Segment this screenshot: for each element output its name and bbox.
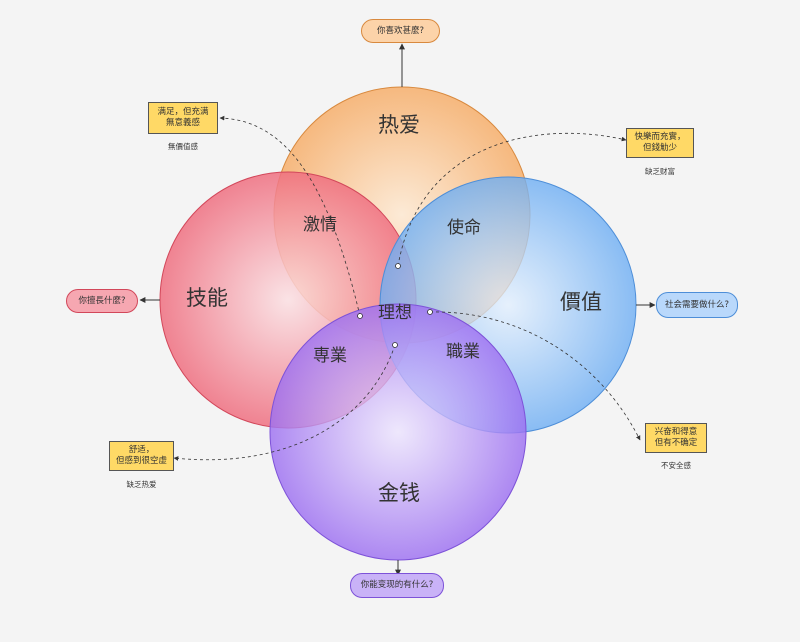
- note-top-left-caption: 無價值感: [168, 142, 198, 151]
- note-top-right: 快樂而充實， 但錢觔少: [626, 128, 694, 158]
- skill-question-pill: 你擅長什麼?: [66, 289, 138, 313]
- note-connector-top-right: [397, 132, 627, 267]
- money-question-pill: 你能变现的有什么?: [350, 573, 444, 598]
- skill-label: 技能: [186, 286, 228, 310]
- mission-label: 使命: [447, 217, 481, 238]
- value-label: 價值: [560, 290, 602, 314]
- note-bottom-right-caption: 不安全感: [661, 461, 691, 470]
- connector-dot: [427, 309, 433, 315]
- money-label: 金钱: [378, 481, 420, 505]
- note-top-right-caption: 缺乏财富: [645, 167, 675, 176]
- note-bottom-right: 兴奋和得意 但有不确定: [645, 423, 707, 453]
- note-connector-top-left: [219, 115, 361, 317]
- note-bottom-left: 舒适， 但感到很空虚: [109, 441, 174, 471]
- profession-label: 専業: [313, 346, 347, 366]
- love-label: 热爱: [378, 113, 420, 137]
- love-question-pill: 你喜欢甚麼?: [361, 19, 440, 43]
- note-connector-bottom-left: [173, 344, 396, 461]
- value-question-pill: 社会需要做什么?: [656, 292, 738, 318]
- note-top-left: 满足，但充满 無意義感: [148, 102, 218, 134]
- vocation-label: 職業: [446, 342, 480, 362]
- note-bottom-left-caption: 缺乏热爱: [126, 480, 157, 489]
- money-circle: [269, 303, 527, 561]
- passion-label: 激情: [303, 215, 337, 235]
- connector-dot: [357, 313, 363, 319]
- ikigai-center-label: 理想: [378, 303, 412, 323]
- connector-dot: [392, 342, 398, 348]
- connector-dot: [395, 263, 401, 269]
